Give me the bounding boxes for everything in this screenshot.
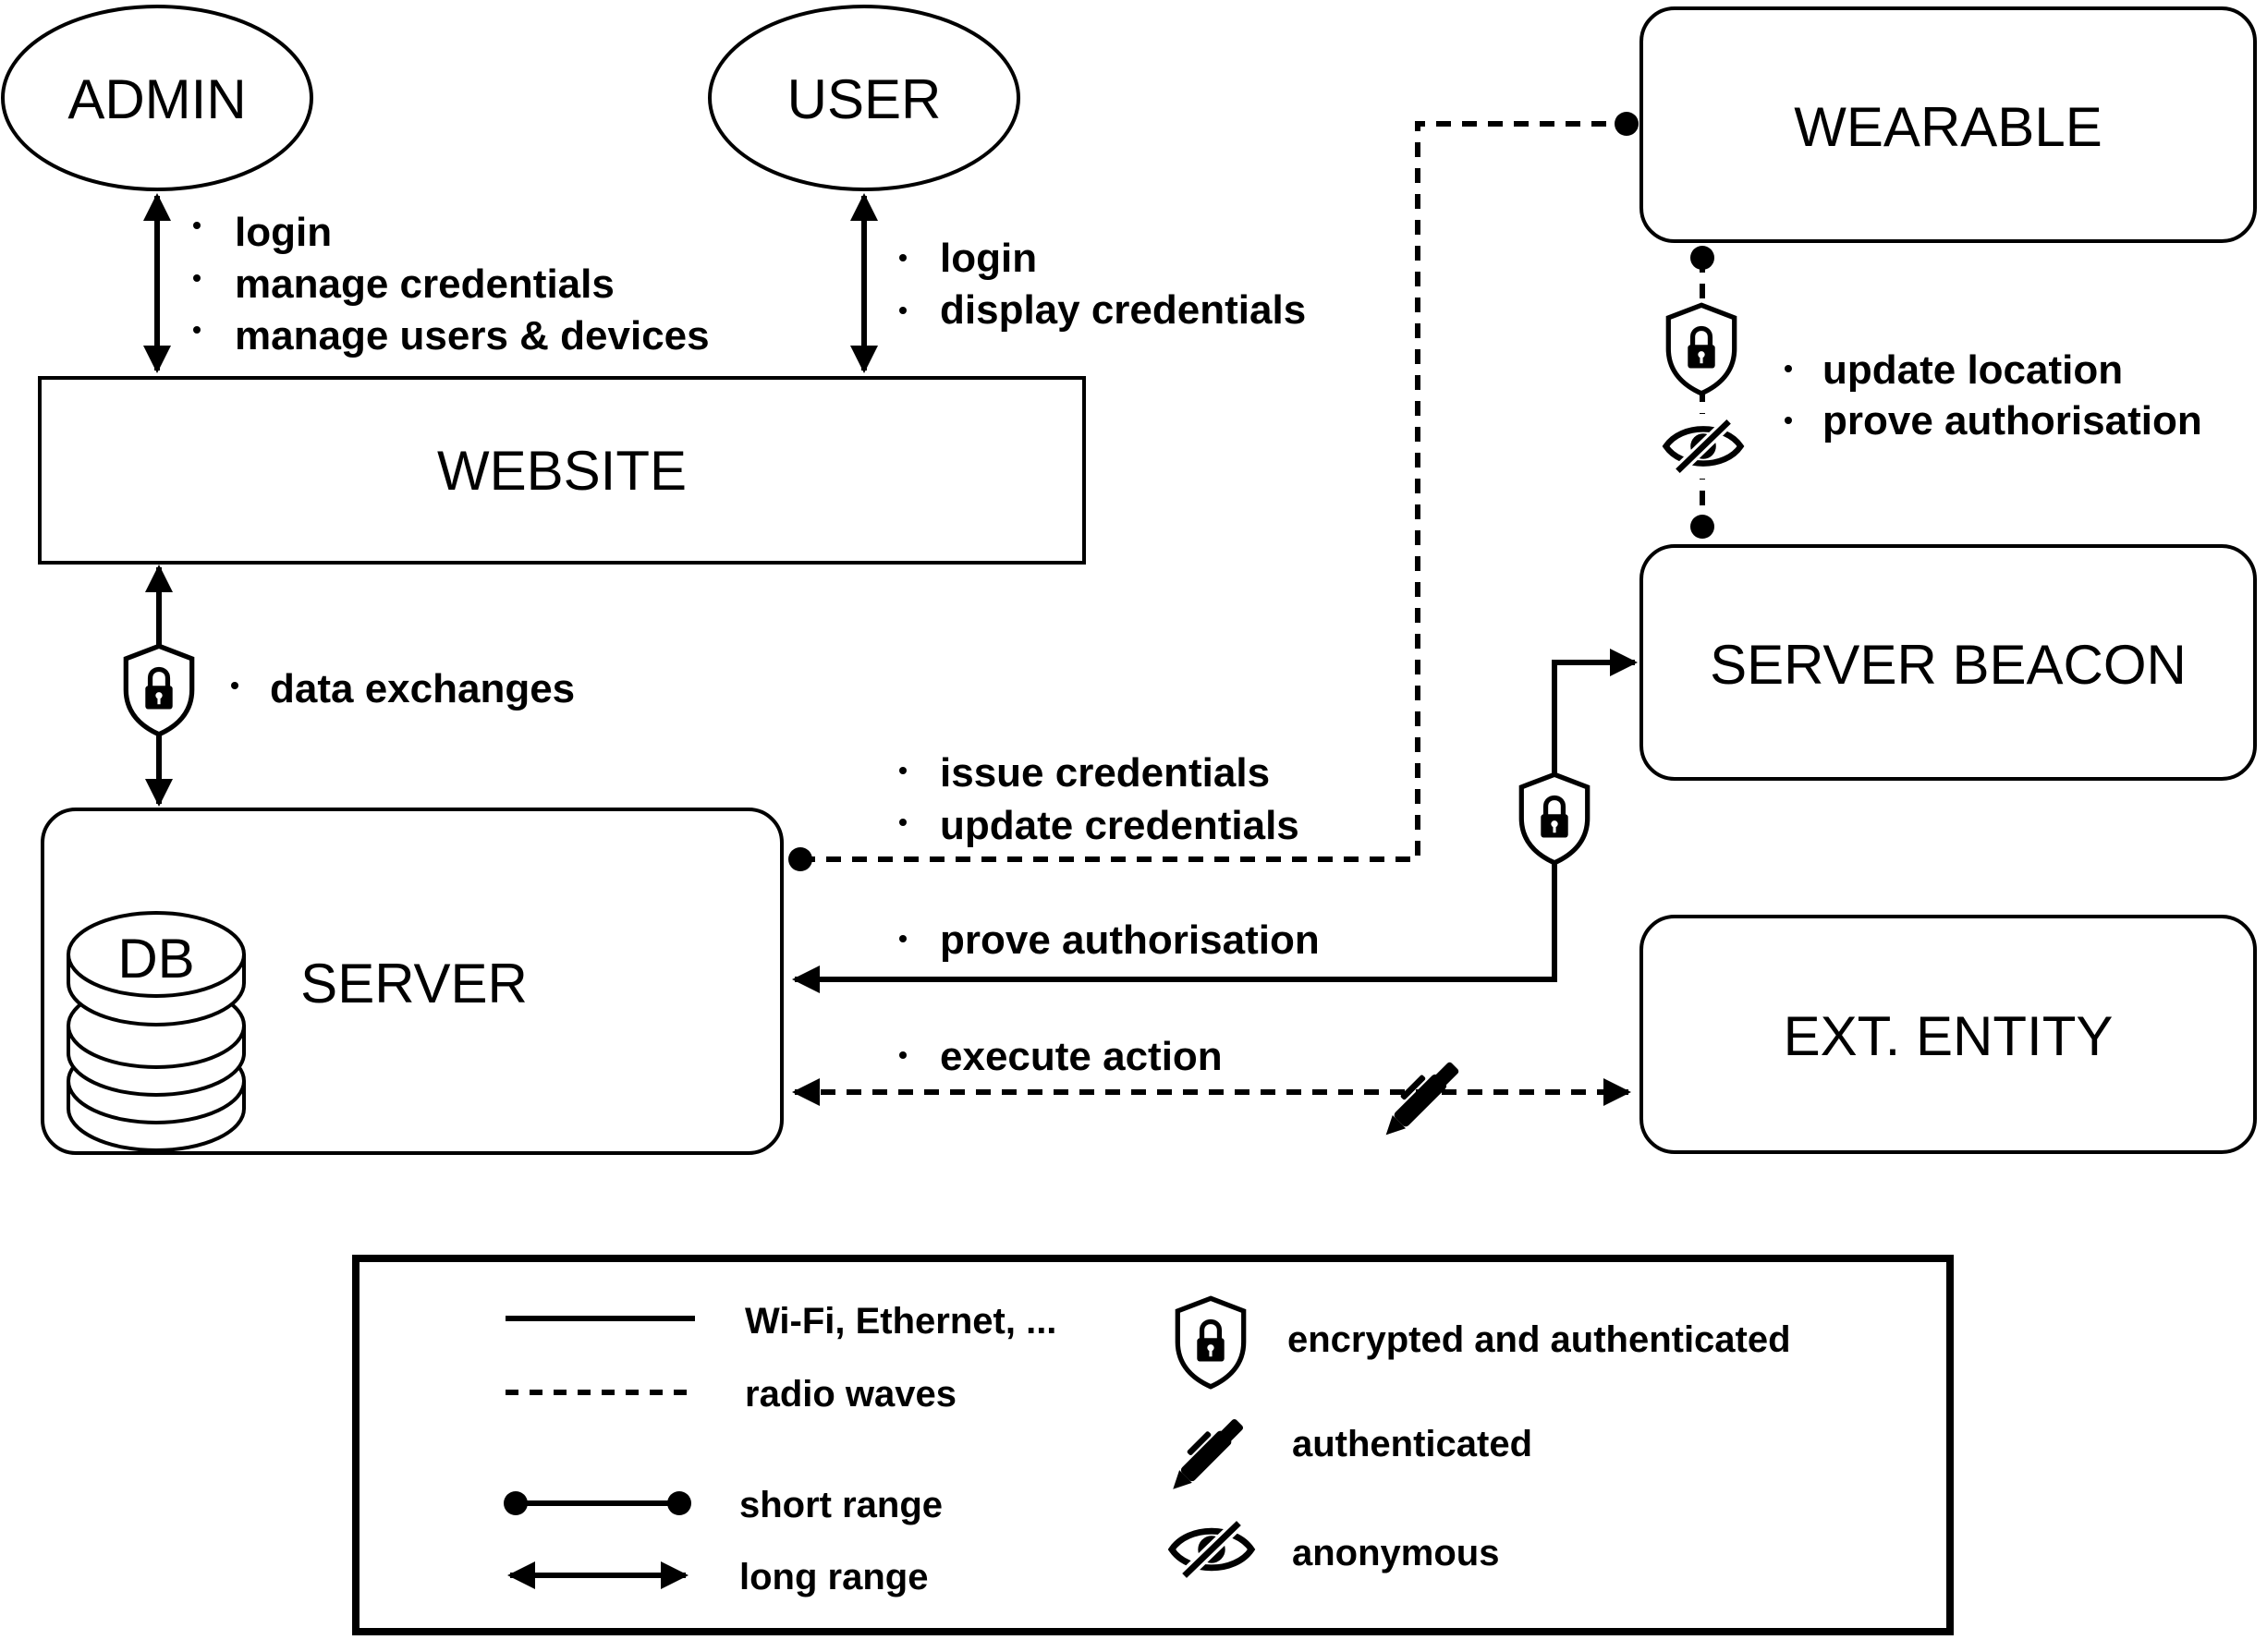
server-wearable-annotations: issue credentials update credentials (899, 750, 1299, 848)
shield-lock-icon (1521, 774, 1587, 863)
shield-lock-icon (126, 646, 191, 735)
annotation-item: data exchanges (270, 666, 575, 711)
pen-icon (1375, 1053, 1462, 1142)
annotation-item: login (235, 210, 332, 255)
wearable-beacon-link (1660, 246, 1745, 539)
shield-lock-icon (1177, 1298, 1243, 1387)
shield-lock-icon (1668, 305, 1734, 394)
admin-label: ADMIN (67, 68, 246, 130)
annotation-item: manage credentials (235, 261, 615, 307)
annotation-item: prove authorisation (1822, 398, 2202, 443)
server-beacon-label: SERVER BEACON (1710, 634, 2187, 696)
admin-website-annotations: login manage credentials manage users & … (193, 210, 710, 358)
annotation-item: update credentials (940, 803, 1299, 848)
annotation-item: prove authorisation (940, 917, 1320, 963)
legend-long-range-label: long range (739, 1557, 928, 1597)
database-icon: DB (67, 911, 246, 1152)
website-node: WEBSITE (38, 376, 1086, 565)
beacon-server-annotations: prove authorisation (899, 917, 1320, 963)
admin-node: ADMIN (1, 5, 313, 191)
server-label: SERVER (300, 953, 528, 1014)
legend-solid-label: Wi-Fi, Ethernet, ... (745, 1301, 1056, 1342)
legend-anonymous-label: anonymous (1292, 1533, 1499, 1573)
user-website-annotations: login display credentials (899, 236, 1306, 333)
annotation-item: display credentials (940, 287, 1306, 333)
wearable-beacon-annotations: update location prove authorisation (1785, 347, 2202, 443)
annotation-item: manage users & devices (235, 313, 710, 358)
legend: Wi-Fi, Ethernet, ... radio waves short r… (352, 1255, 1954, 1635)
ext-entity-node: EXT. ENTITY (1639, 915, 2257, 1154)
user-node: USER (708, 5, 1020, 191)
website-server-annotations: data exchanges (231, 666, 575, 711)
server-beacon-node: SERVER BEACON (1639, 544, 2257, 781)
annotation-item: update location (1822, 347, 2123, 393)
server-node: SERVER DB (41, 808, 784, 1155)
website-label: WEBSITE (437, 440, 687, 502)
legend-short-range-label: short range (739, 1485, 943, 1525)
annotation-item: execute action (940, 1034, 1223, 1079)
ext-entity-label: EXT. ENTITY (1784, 1005, 2114, 1067)
annotation-item: login (940, 236, 1037, 281)
wearable-label: WEARABLE (1794, 96, 2102, 158)
legend-authenticated-label: authenticated (1292, 1424, 1532, 1464)
legend-dashed-label: radio waves (745, 1374, 957, 1415)
wearable-node: WEARABLE (1639, 6, 2257, 243)
user-label: USER (787, 68, 942, 130)
db-label: DB (117, 928, 194, 990)
server-ext-annotations: execute action (899, 1034, 1223, 1079)
annotation-item: issue credentials (940, 750, 1270, 796)
legend-encrypted-label: encrypted and authenticated (1287, 1319, 1791, 1360)
legend-short-range (504, 1491, 691, 1515)
